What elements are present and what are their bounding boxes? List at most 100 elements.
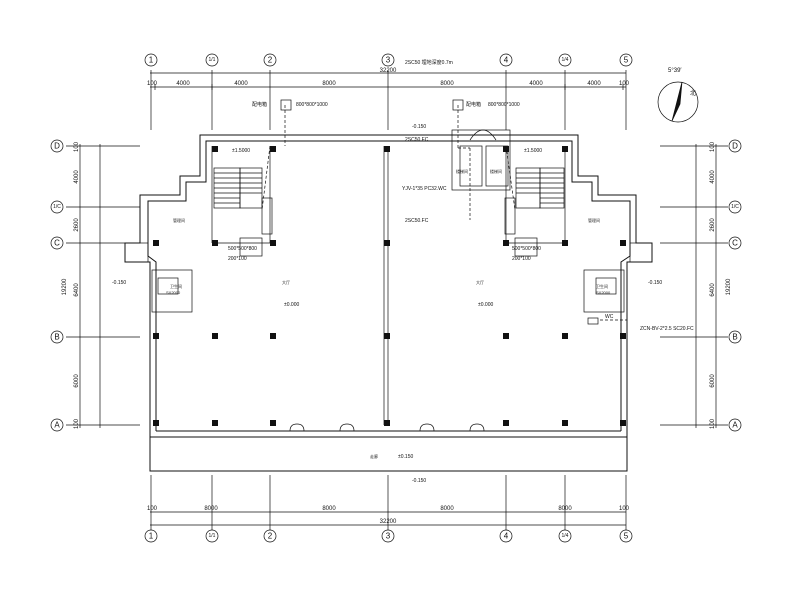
cable-3-label: 2SC50.FC	[405, 218, 429, 224]
level-outside-bottom: -0.150	[412, 478, 426, 484]
axis-label-col-4: 4	[504, 56, 509, 65]
column	[212, 240, 218, 246]
box-left-size: 800*800*1000	[296, 102, 328, 108]
dim-left-3: 6400	[74, 283, 80, 297]
axis-label-col-1-4: 1/4	[562, 57, 569, 63]
cable-5-label: ZCN-BV-2*2.5 SC20.FC	[640, 326, 694, 332]
column	[212, 333, 218, 339]
stair-room-right: 楼梯间	[490, 168, 502, 174]
dim-top-5: 4000	[529, 81, 543, 87]
column	[503, 420, 509, 426]
axis-label-row-d: D	[54, 142, 60, 151]
dim-bottom-3: 8000	[440, 506, 454, 512]
column	[503, 333, 509, 339]
level-outside-top: -0.150	[412, 124, 426, 130]
panel-left-sub: 200*100	[228, 256, 247, 262]
dim-bottom-5: 100	[619, 506, 630, 512]
dim-right-0: 100	[710, 141, 716, 152]
level-stair-left: ±1.5000	[232, 148, 250, 154]
axis-label-row-b: B	[54, 333, 59, 342]
axis-label-col-2-bottom: 2	[268, 532, 273, 541]
right-dimension-chain	[660, 144, 728, 428]
level-main-left: ±0.000	[284, 302, 299, 308]
box-right-prefix: 配电箱	[466, 101, 481, 108]
north-arrow	[657, 81, 699, 123]
dim-right-total: 19200	[726, 278, 732, 295]
dim-top-0: 100	[147, 81, 158, 87]
column	[503, 146, 509, 152]
column	[562, 420, 568, 426]
axis-label-col-3: 3	[386, 56, 391, 65]
level-stair-right: ±1.5000	[524, 148, 542, 154]
dim-top-7: 100	[619, 81, 630, 87]
axis-bubbles	[50, 53, 742, 543]
dim-top-2: 4000	[234, 81, 248, 87]
dim-right-1: 4000	[710, 170, 716, 184]
box-left-prefix: 配电箱	[252, 101, 267, 108]
column	[384, 146, 390, 152]
level-main-right: ±0.000	[478, 302, 493, 308]
panel-right-sub: 200*100	[512, 256, 531, 262]
dim-right-5: 100	[710, 418, 716, 429]
dim-top-1: 4000	[176, 81, 190, 87]
column	[270, 240, 276, 246]
column	[153, 420, 159, 426]
axis-label-col-3-bottom: 3	[386, 532, 391, 541]
axis-label-col-1-4-bottom: 1/4	[562, 533, 569, 539]
corridor-label: 走廊	[370, 453, 378, 459]
panel-right-size: 500*500*800	[512, 246, 541, 252]
column	[562, 333, 568, 339]
dim-top-3: 8000	[322, 81, 336, 87]
column	[384, 333, 390, 339]
dim-bottom-total: 32200	[380, 519, 397, 525]
dim-bottom-4: 8000	[558, 506, 572, 512]
axis-label-row-d-right: D	[732, 142, 738, 151]
side-room-left: 管理间	[173, 217, 185, 223]
column	[384, 420, 390, 426]
hall-left: 大厅	[282, 279, 290, 285]
cable-routes	[261, 105, 627, 321]
panel-left-size: 500*500*800	[228, 246, 257, 252]
column	[620, 420, 626, 426]
level-canopy: ±0.150	[398, 454, 413, 460]
axis-label-row-b-right: B	[732, 333, 737, 342]
dim-bottom-0: 100	[147, 506, 158, 512]
column	[270, 333, 276, 339]
dim-left-2: 2600	[74, 218, 80, 232]
column	[270, 146, 276, 152]
dim-left-4: 6000	[74, 374, 80, 388]
column	[562, 146, 568, 152]
cable-2-label: YJV-1*35 PC32.WC	[402, 186, 447, 192]
column	[153, 240, 159, 246]
axis-label-row-c-right: C	[732, 239, 738, 248]
north-angle-label: 5°39′	[668, 68, 682, 74]
axis-label-row-1-c: 1/C	[53, 204, 61, 210]
wc-right-code: SX2000	[596, 290, 611, 295]
axis-label-row-1-c-right: 1/C	[731, 204, 739, 210]
wc-left-code: SX2000	[166, 290, 181, 295]
dim-top-total: 32200	[380, 68, 397, 74]
wc-right: 卫生间	[596, 283, 608, 289]
axis-label-row-a: A	[54, 421, 60, 430]
distribution-box-right	[452, 99, 464, 111]
box-right-size: 800*800*1000	[488, 102, 520, 108]
column	[562, 240, 568, 246]
axis-label-col-2: 2	[268, 56, 273, 65]
cable-1-label: 2SC50.FC	[405, 137, 429, 143]
wc-left: 卫生间	[170, 283, 182, 289]
dim-left-total: 19200	[62, 278, 68, 295]
north-label: 北	[690, 89, 696, 97]
dim-bottom-1: 8000	[204, 506, 218, 512]
level-outside-left: -0.150	[112, 280, 126, 286]
column	[212, 146, 218, 152]
dim-right-2: 2600	[710, 218, 716, 232]
column	[153, 333, 159, 339]
hall-right: 大厅	[476, 279, 484, 285]
axis-label-col-1-1: 1/1	[209, 57, 216, 63]
axis-label-col-1-bottom: 1	[149, 532, 154, 541]
axis-label-col-4-bottom: 4	[504, 532, 509, 541]
column	[212, 420, 218, 426]
entry-note: 2SC50 埋地深度0.7m	[405, 59, 453, 66]
bottom-dimension-chain	[150, 475, 627, 530]
